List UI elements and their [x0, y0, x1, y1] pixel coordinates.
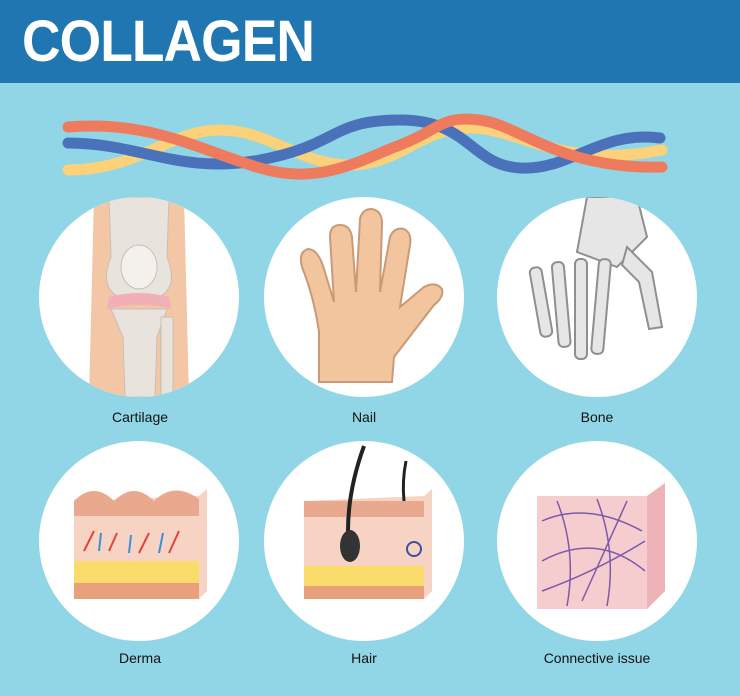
cartilage-card [39, 197, 239, 397]
hair-card [264, 441, 464, 641]
item-label-derma: Derma [118, 650, 161, 666]
header-banner: COLLAGEN [0, 0, 740, 83]
knee-joint-icon [89, 197, 189, 397]
page-title: COLLAGEN [22, 9, 315, 74]
item-label-hair: Hair [351, 650, 377, 666]
skin-layers-icon [74, 489, 207, 599]
hand-icon [299, 207, 444, 383]
item-label-connective-issue: Connective issue [543, 650, 651, 666]
hand-bones-icon [528, 197, 664, 360]
collagen-triple-helix-icon [62, 113, 668, 180]
connective-tissue-card [497, 441, 697, 641]
item-label-cartilage: Cartilage [111, 409, 169, 425]
item-label-bone: Bone [580, 409, 614, 425]
bone-card [497, 197, 697, 397]
hair-follicle-icon [304, 445, 432, 599]
connective-tissue-icon [537, 483, 665, 609]
derma-card [39, 441, 239, 641]
item-label-nail: Nail [351, 409, 377, 425]
nail-card [264, 197, 464, 397]
